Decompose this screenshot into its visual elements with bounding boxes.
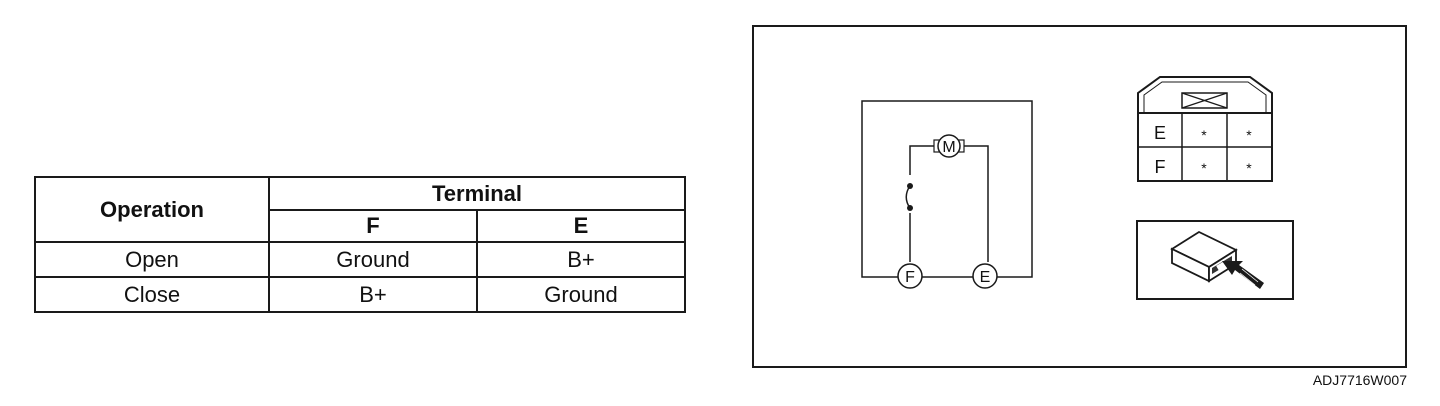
terminal-header: Terminal — [268, 176, 686, 211]
terminal-e-icon: E — [972, 263, 998, 289]
terminal-f-label: F — [905, 269, 915, 286]
connector-pinout: E * * F * * — [1137, 76, 1273, 182]
connector-pin: * — [1246, 160, 1252, 176]
figure-id: ADJ7716W007 — [1312, 372, 1407, 388]
connector-row-label: F — [1155, 157, 1166, 177]
row-operation: Close — [34, 276, 270, 313]
row-terminal-e: Ground — [476, 276, 686, 313]
circuit-box — [861, 100, 1033, 278]
connector-view-box — [1136, 220, 1294, 300]
diagram-frame — [752, 25, 1407, 368]
arrow-icon — [1222, 261, 1264, 289]
row-terminal-f: Ground — [268, 241, 478, 278]
terminal-table: Operation Terminal F E Open Ground B+ Cl… — [34, 176, 686, 313]
row-operation: Open — [34, 241, 270, 278]
terminal-f-icon: F — [897, 263, 923, 289]
connector-pin: * — [1246, 127, 1252, 143]
row-terminal-f: B+ — [268, 276, 478, 313]
table-row: Open Ground B+ — [34, 241, 686, 278]
terminal-e-label: E — [980, 269, 991, 286]
terminal-e-header: E — [476, 209, 686, 243]
connector-row-label: E — [1154, 123, 1166, 143]
terminal-f-header: F — [268, 209, 478, 243]
table-row: Close B+ Ground — [34, 276, 686, 313]
connector-pin: * — [1201, 160, 1207, 176]
row-terminal-e: B+ — [476, 241, 686, 278]
motor-icon: M — [933, 134, 965, 158]
switch-icon — [905, 175, 914, 213]
connector-pin: * — [1201, 127, 1207, 143]
operation-header: Operation — [34, 176, 270, 243]
actuator-diagram: M F E E * * F * * — [752, 25, 1407, 368]
motor-label: M — [942, 139, 955, 156]
latch-icon — [1181, 92, 1228, 109]
circuit-schematic: M F E — [861, 100, 1033, 289]
